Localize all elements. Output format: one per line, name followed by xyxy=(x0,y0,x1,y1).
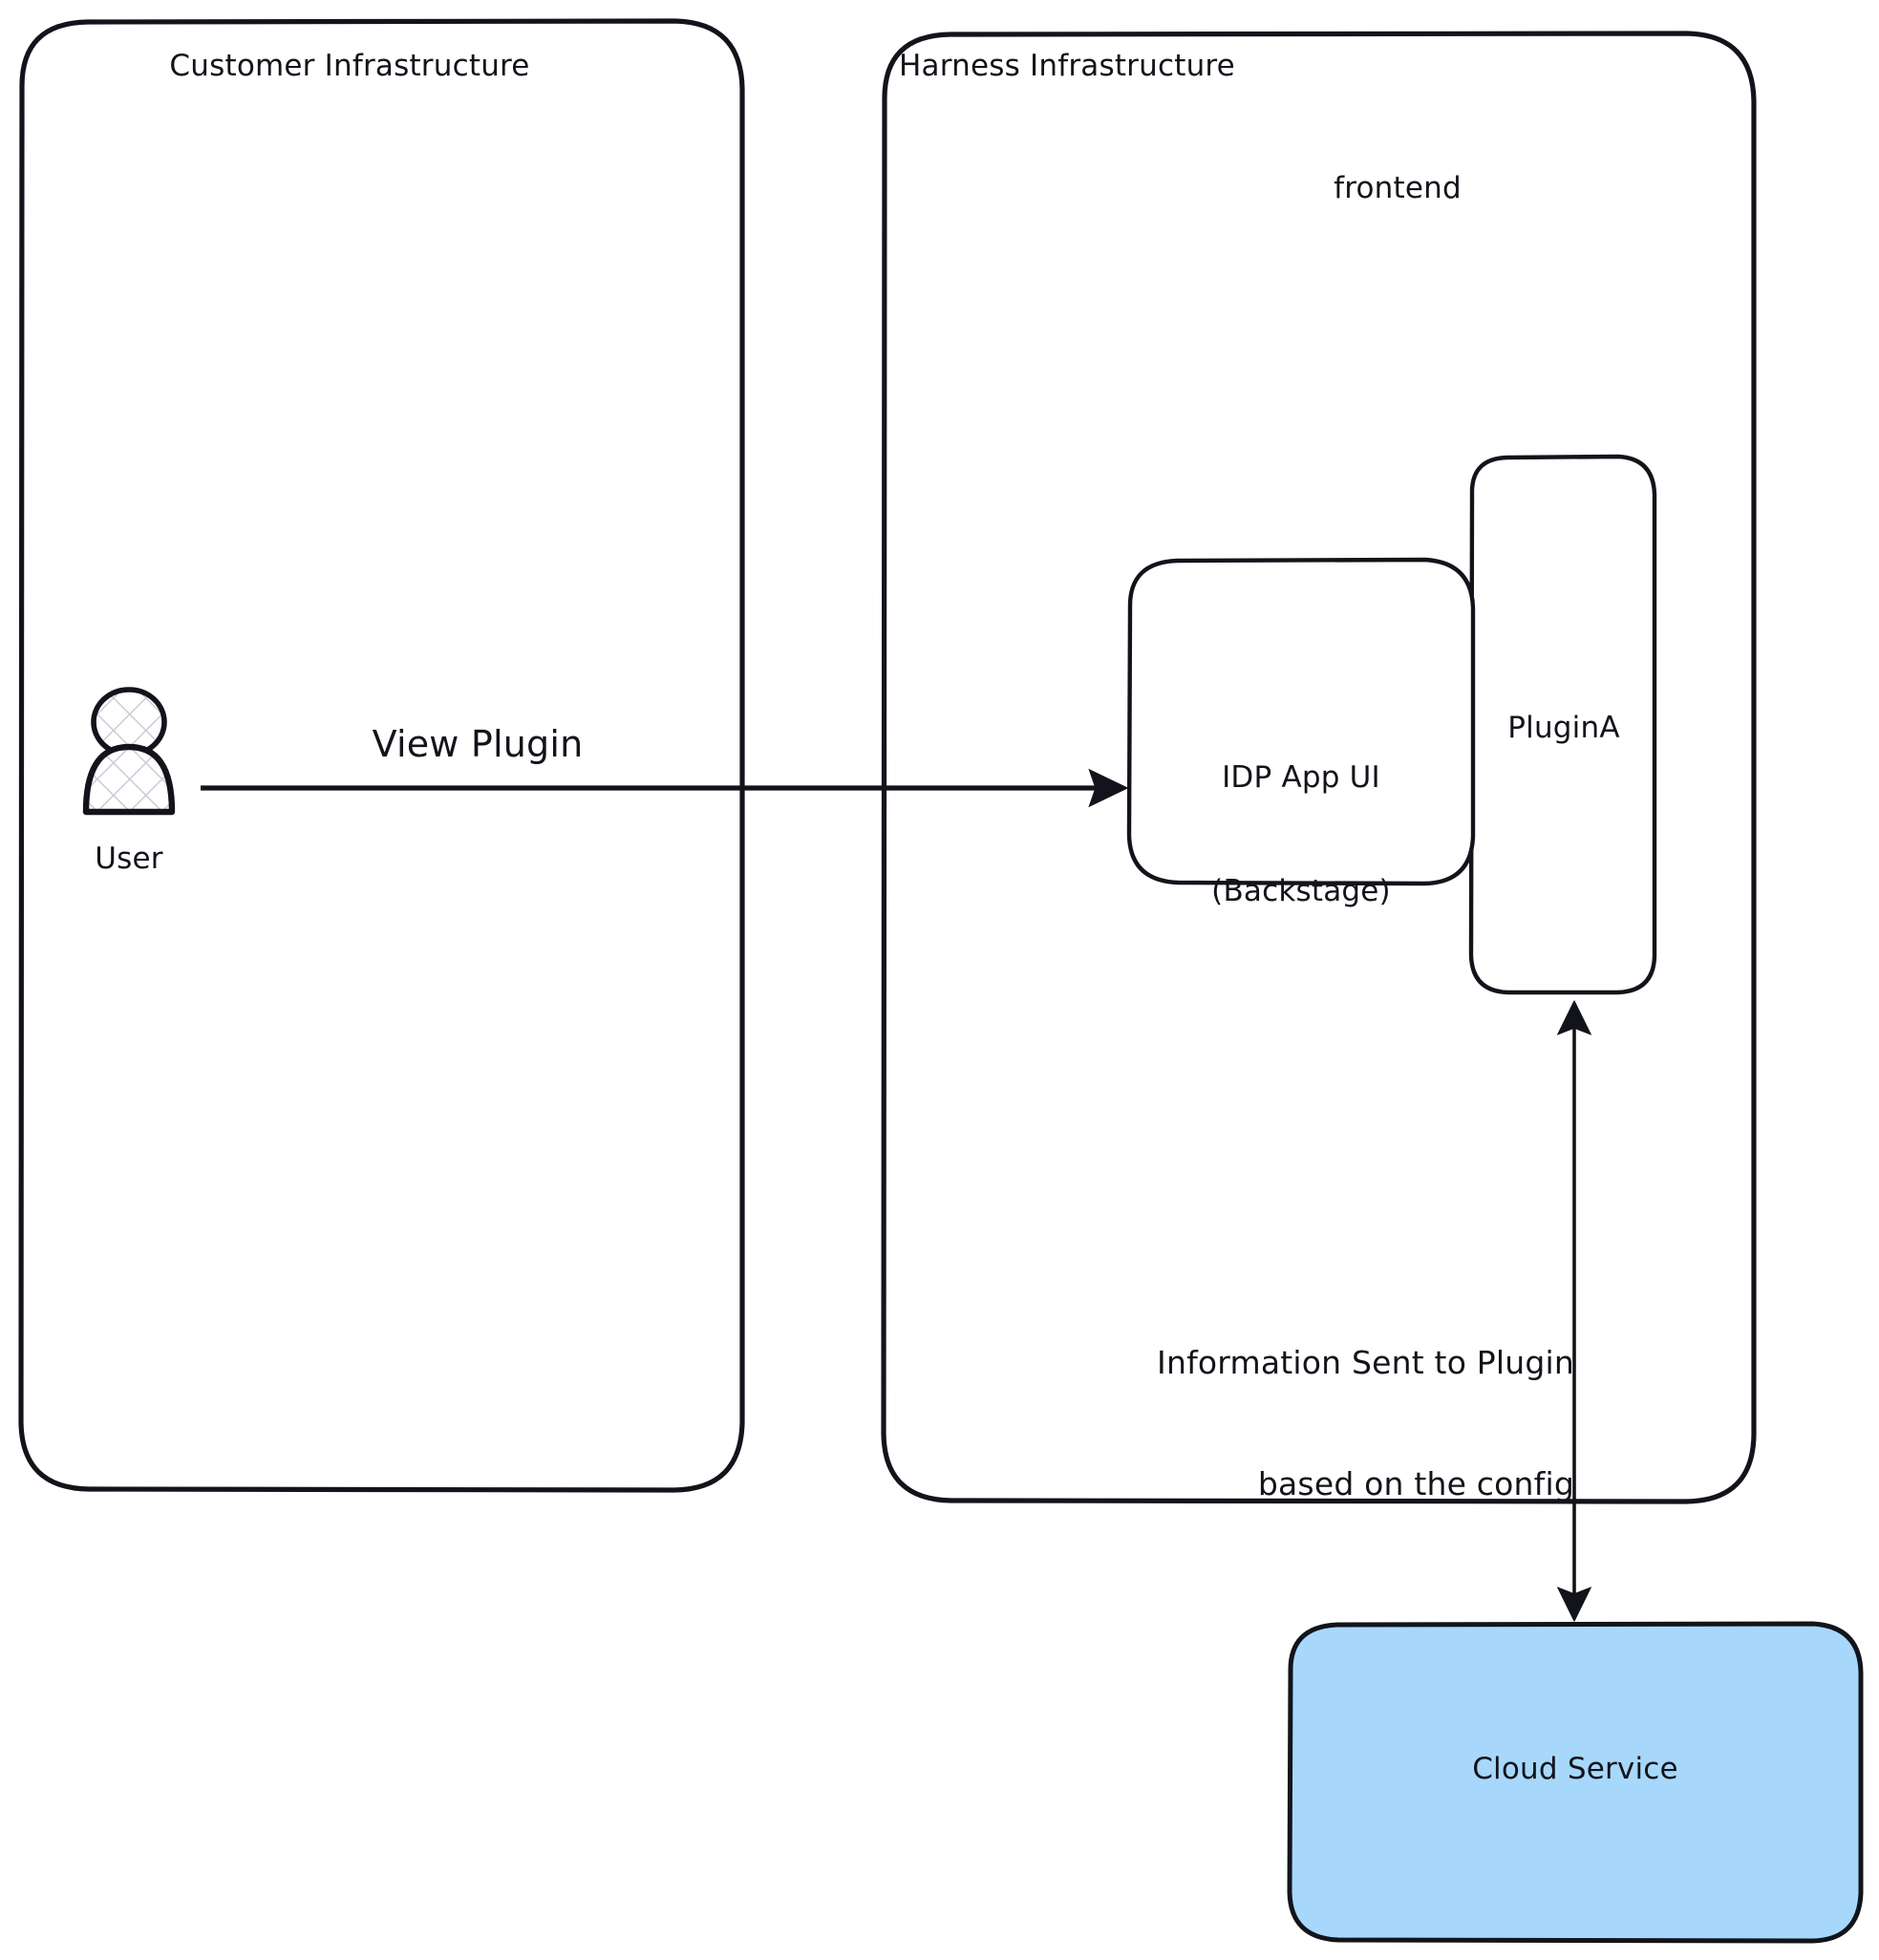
node-label-idp-app-ui-line2: (Backstage) xyxy=(1211,874,1391,909)
node-plugin-a-shape[interactable] xyxy=(1468,454,1657,995)
node-cloud-service-shape[interactable] xyxy=(1287,1621,1864,1944)
group-label-customer-infrastructure: Customer Infrastructure xyxy=(169,49,530,83)
edge-label-information-sent-line2: based on the config xyxy=(1257,1465,1574,1503)
edge-label-view-plugin: View Plugin xyxy=(372,723,584,765)
node-label-cloud-service: Cloud Service xyxy=(1472,1752,1678,1786)
user-actor-icon xyxy=(82,687,176,816)
actor-label-user: User xyxy=(95,842,163,876)
edge-label-information-sent-line1: Information Sent to Plugin xyxy=(1157,1344,1574,1382)
group-label-harness-infrastructure: Harness Infrastructure xyxy=(899,49,1235,83)
sublabel-frontend: frontend xyxy=(1334,171,1462,205)
node-label-idp-app-ui: IDP App UI (Backstage) xyxy=(1211,684,1391,987)
node-idp-app-ui-shape[interactable] xyxy=(1126,557,1476,886)
node-label-idp-app-ui-line1: IDP App UI xyxy=(1222,760,1380,796)
group-customer-infrastructure xyxy=(18,18,745,1493)
edge-label-information-sent: Information Sent to Plugin based on the … xyxy=(1054,1263,1574,1586)
node-label-plugin-a: PluginA xyxy=(1507,711,1620,745)
